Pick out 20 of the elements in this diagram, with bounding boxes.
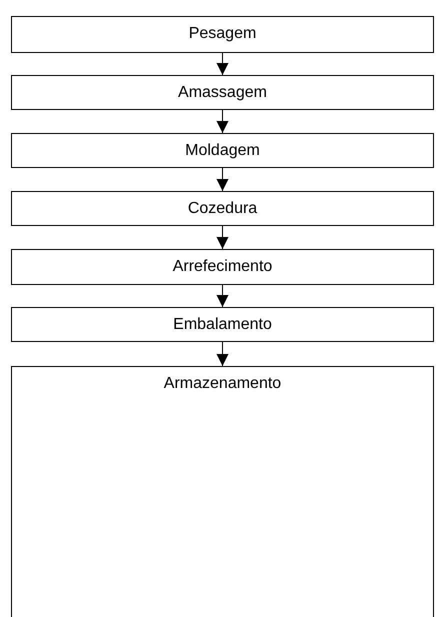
arrow <box>216 226 228 250</box>
process-box <box>11 133 434 168</box>
step-label: Pesagem <box>188 25 256 43</box>
arrow <box>216 342 228 366</box>
arrow <box>216 284 228 308</box>
process-box <box>11 249 434 285</box>
step-label: Armazenamento <box>164 375 282 393</box>
step-label: Arrefecimento <box>172 258 272 276</box>
arrow <box>216 52 228 76</box>
step-label: Moldagem <box>185 142 260 160</box>
process-box <box>11 191 434 226</box>
step-label: Embalamento <box>173 316 272 334</box>
process-box <box>11 16 434 53</box>
process-box <box>11 75 434 110</box>
step-label: Amassagem <box>178 84 267 102</box>
arrow <box>216 110 228 134</box>
arrow <box>216 168 228 192</box>
process-box <box>11 366 434 617</box>
process-box <box>11 307 434 342</box>
step-label: Cozedura <box>188 200 258 218</box>
